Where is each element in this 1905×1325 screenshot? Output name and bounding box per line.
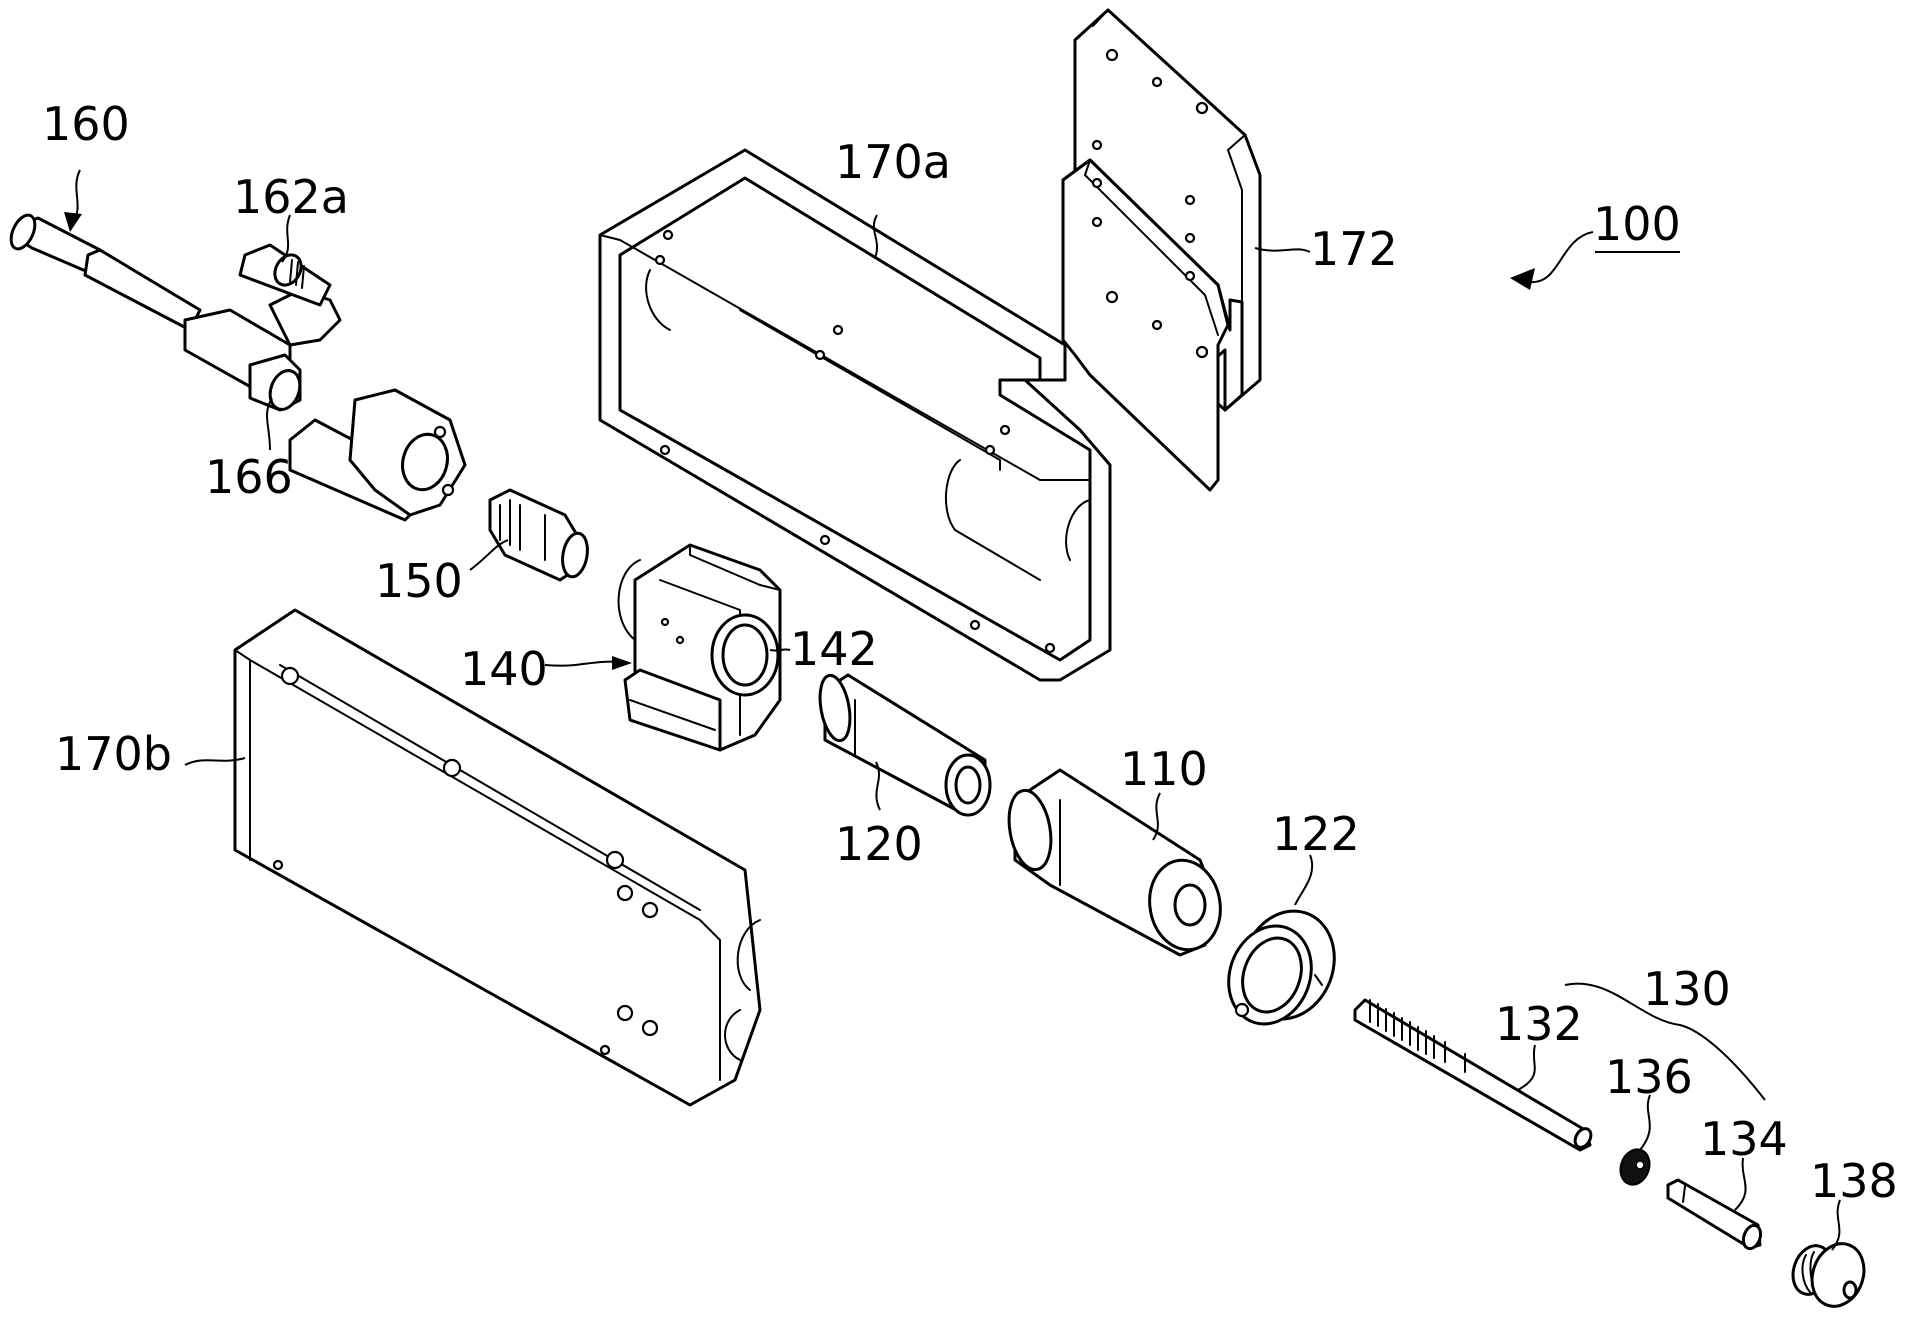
part-saddle-bracket — [288, 388, 467, 522]
part-172-mounting-plate — [1061, 8, 1262, 492]
label-166: 166 — [205, 450, 293, 504]
part-140-block — [617, 543, 782, 752]
label-100: 100 — [1593, 197, 1681, 251]
label-120: 120 — [835, 817, 923, 871]
label-142: 142 — [790, 622, 878, 676]
part-120-inner-sleeve — [818, 673, 992, 817]
leader-120 — [875, 761, 881, 811]
label-162a: 162a — [233, 170, 349, 224]
leader-lines — [64, 169, 1841, 1251]
label-172: 172 — [1310, 222, 1398, 276]
label-138: 138 — [1810, 1154, 1898, 1208]
leader-140 — [544, 660, 621, 667]
arrow-100-icon — [1510, 268, 1535, 290]
arrow-160-icon — [64, 212, 82, 232]
part-134-pin — [1666, 1178, 1763, 1251]
reference-labels: 160 162a 166 150 170a 172 100 140 142 17… — [42, 97, 1898, 1208]
part-138-cap — [1791, 1242, 1866, 1308]
label-130: 130 — [1643, 962, 1731, 1016]
label-132: 132 — [1495, 997, 1583, 1051]
leader-166 — [265, 397, 273, 451]
leader-110 — [1152, 792, 1161, 841]
label-160: 160 — [42, 97, 130, 151]
leader-130 — [1564, 982, 1766, 1101]
leader-172 — [1254, 247, 1311, 253]
label-122: 122 — [1272, 807, 1360, 861]
leader-134 — [1734, 1157, 1747, 1211]
leader-162a — [281, 214, 291, 263]
leader-132 — [1517, 1044, 1536, 1091]
label-150: 150 — [375, 554, 463, 608]
leader-136 — [1639, 1094, 1651, 1151]
leader-170a — [872, 214, 878, 259]
leader-170b — [184, 757, 246, 766]
label-140: 140 — [460, 642, 548, 696]
arrow-140-icon — [612, 656, 632, 670]
part-132-threaded-shaft — [1353, 998, 1593, 1152]
part-110-sleeve-body — [1007, 768, 1222, 957]
part-170a-upper-housing — [598, 148, 1112, 682]
part-150-fitting — [488, 488, 589, 582]
part-122-clamp-collar — [1227, 909, 1336, 1026]
leader-122 — [1294, 854, 1314, 906]
label-170a: 170a — [835, 135, 951, 189]
part-170b-lower-housing — [233, 608, 762, 1107]
part-136-gear — [1619, 1148, 1651, 1186]
leader-100 — [1529, 231, 1594, 284]
label-134: 134 — [1700, 1112, 1788, 1166]
leader-150 — [469, 539, 509, 571]
leader-138 — [1831, 1199, 1841, 1251]
label-170b: 170b — [55, 727, 172, 781]
label-110: 110 — [1120, 742, 1208, 796]
leader-142 — [769, 648, 791, 652]
label-136: 136 — [1605, 1050, 1693, 1104]
part-160-hose — [9, 213, 342, 412]
